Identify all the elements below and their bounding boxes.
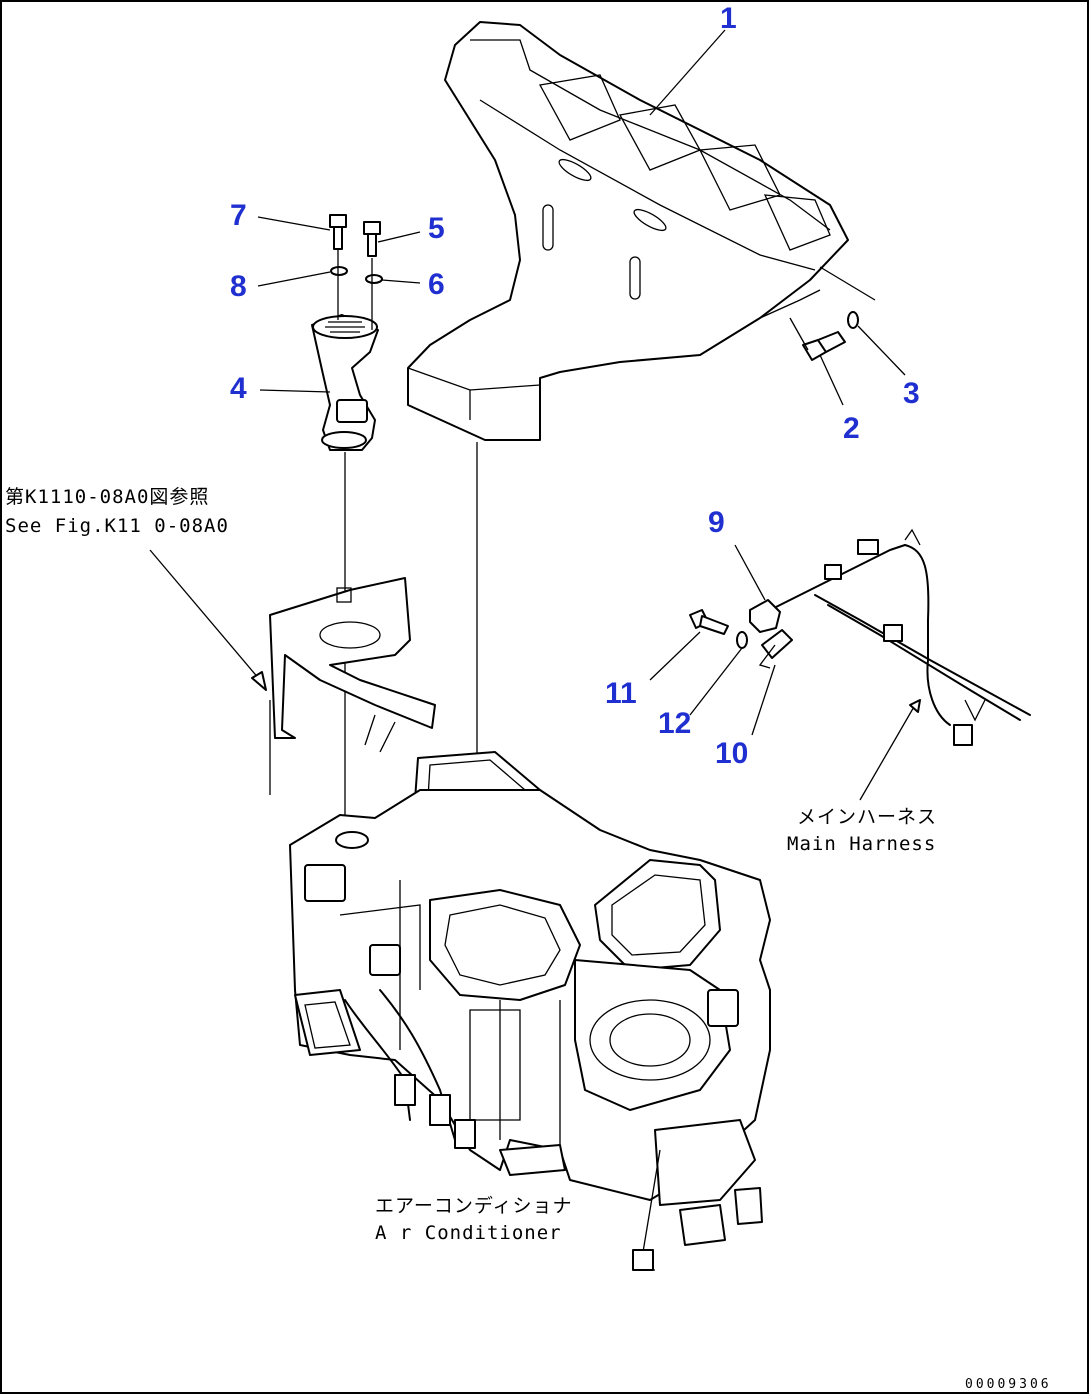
main-harness-note-jp: メインハーネス bbox=[797, 806, 937, 828]
washer-6-part bbox=[365, 274, 383, 284]
bolt-11-part bbox=[689, 609, 729, 635]
see-fig-note-jp: 第K1110-08A0図参照 bbox=[5, 486, 209, 508]
bolt-2-part bbox=[789, 317, 846, 361]
drawing-number: 00009306 bbox=[965, 1377, 1052, 1392]
clip-10-part bbox=[758, 629, 793, 669]
callout-leaders bbox=[257, 29, 906, 736]
callout-2: 2 bbox=[843, 412, 860, 445]
callout-1: 1 bbox=[720, 2, 737, 35]
washer-12-part bbox=[736, 631, 748, 649]
main-harness-note-en: Main Harness bbox=[787, 833, 936, 855]
callout-5: 5 bbox=[428, 212, 445, 245]
callout-11: 11 bbox=[605, 677, 637, 710]
clip-9-part bbox=[749, 599, 781, 633]
elbow-duct-part bbox=[311, 314, 379, 451]
air-conditioner-note-en: A r Conditioner bbox=[375, 1222, 562, 1244]
air-conditioner-note-jp: エアーコンディショナ bbox=[375, 1195, 573, 1217]
bolt-7-part bbox=[329, 214, 347, 250]
washer-3-part bbox=[847, 311, 859, 329]
bolt-5-part bbox=[363, 221, 381, 257]
callout-6: 6 bbox=[428, 268, 445, 301]
callout-7: 7 bbox=[230, 199, 247, 232]
main-harness-part bbox=[769, 528, 1031, 746]
callout-3: 3 bbox=[903, 377, 920, 410]
callout-9: 9 bbox=[708, 506, 725, 539]
callout-8: 8 bbox=[230, 270, 247, 303]
air-conditioner-unit bbox=[289, 751, 771, 1271]
bracket-plate bbox=[269, 577, 436, 795]
callout-4: 4 bbox=[230, 372, 247, 405]
callout-12: 12 bbox=[658, 707, 691, 740]
air-duct-part bbox=[407, 21, 849, 441]
washer-8-part bbox=[330, 266, 348, 276]
see-fig-note-en: See Fig.K11 0-08A0 bbox=[5, 515, 229, 537]
callout-10: 10 bbox=[715, 737, 748, 770]
